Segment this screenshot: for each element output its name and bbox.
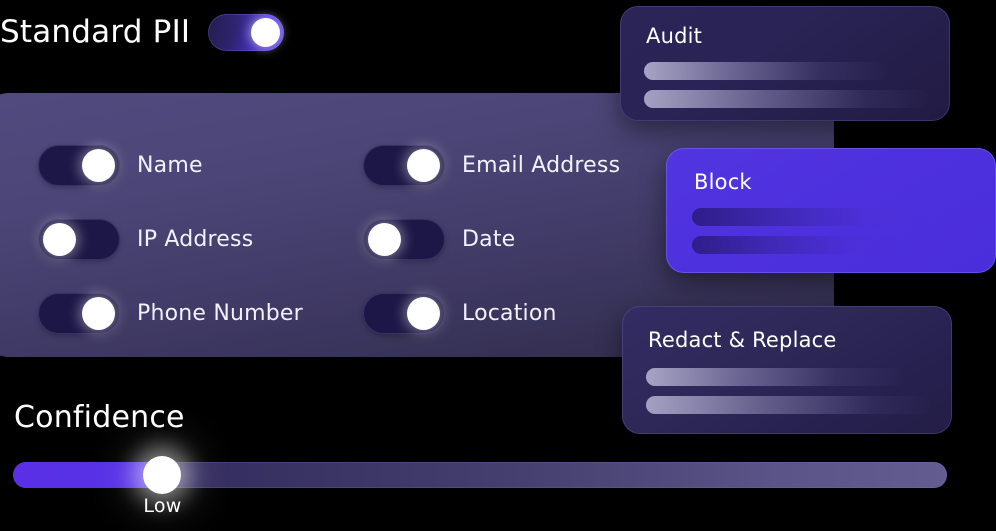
pii-options-grid: Name Email Address IP Address Date (38, 128, 638, 350)
toggle-email-address[interactable] (363, 144, 445, 186)
toggle-knob (43, 222, 76, 256)
placeholder-bar (644, 90, 928, 108)
action-card-audit[interactable]: Audit (620, 6, 950, 121)
toggle-ip-address[interactable] (38, 218, 120, 260)
pii-option-phone-number[interactable]: Phone Number (38, 292, 363, 334)
pii-option-ip-address[interactable]: IP Address (38, 218, 363, 260)
pii-option-label: Date (462, 226, 516, 252)
toggle-location[interactable] (363, 292, 445, 334)
pii-option-name[interactable]: Name (38, 144, 363, 186)
confidence-value-label: Low (143, 495, 182, 517)
placeholder-bar (692, 236, 914, 254)
toggle-knob (407, 296, 440, 330)
card-placeholder-bars (646, 368, 930, 414)
pii-option-label: IP Address (137, 226, 254, 252)
standard-pii-header: Standard PII (0, 14, 285, 51)
pii-option-label: Email Address (462, 152, 621, 178)
confidence-slider[interactable] (13, 456, 947, 494)
card-placeholder-bars (644, 62, 928, 108)
pii-option-label: Name (137, 152, 203, 178)
toggle-knob (82, 296, 115, 330)
confidence-title: Confidence (14, 400, 185, 435)
toggle-knob (407, 148, 440, 182)
slider-handle[interactable] (143, 456, 182, 494)
pii-option-label: Location (462, 300, 557, 326)
card-title: Redact & Replace (648, 328, 837, 352)
pii-option-email-address[interactable]: Email Address (363, 144, 638, 186)
pii-option-label: Phone Number (137, 300, 303, 326)
placeholder-bar (692, 208, 939, 226)
slider-fill (13, 462, 163, 488)
toggle-knob (251, 18, 281, 47)
placeholder-bar (646, 368, 905, 386)
action-card-redact-replace[interactable]: Redact & Replace (622, 306, 952, 434)
placeholder-bar (646, 396, 930, 414)
toggle-name[interactable] (38, 144, 120, 186)
placeholder-bar (644, 62, 889, 80)
standard-pii-master-toggle[interactable] (208, 14, 285, 51)
card-placeholder-bars (692, 208, 972, 254)
page-title: Standard PII (0, 14, 191, 50)
toggle-knob (368, 222, 401, 256)
pii-option-location[interactable]: Location (363, 292, 638, 334)
action-card-block[interactable]: Block (666, 148, 996, 273)
card-title: Audit (646, 24, 703, 48)
pii-option-date[interactable]: Date (363, 218, 638, 260)
toggle-date[interactable] (363, 218, 445, 260)
toggle-knob (82, 148, 115, 182)
toggle-phone-number[interactable] (38, 292, 120, 334)
card-title: Block (694, 170, 752, 194)
